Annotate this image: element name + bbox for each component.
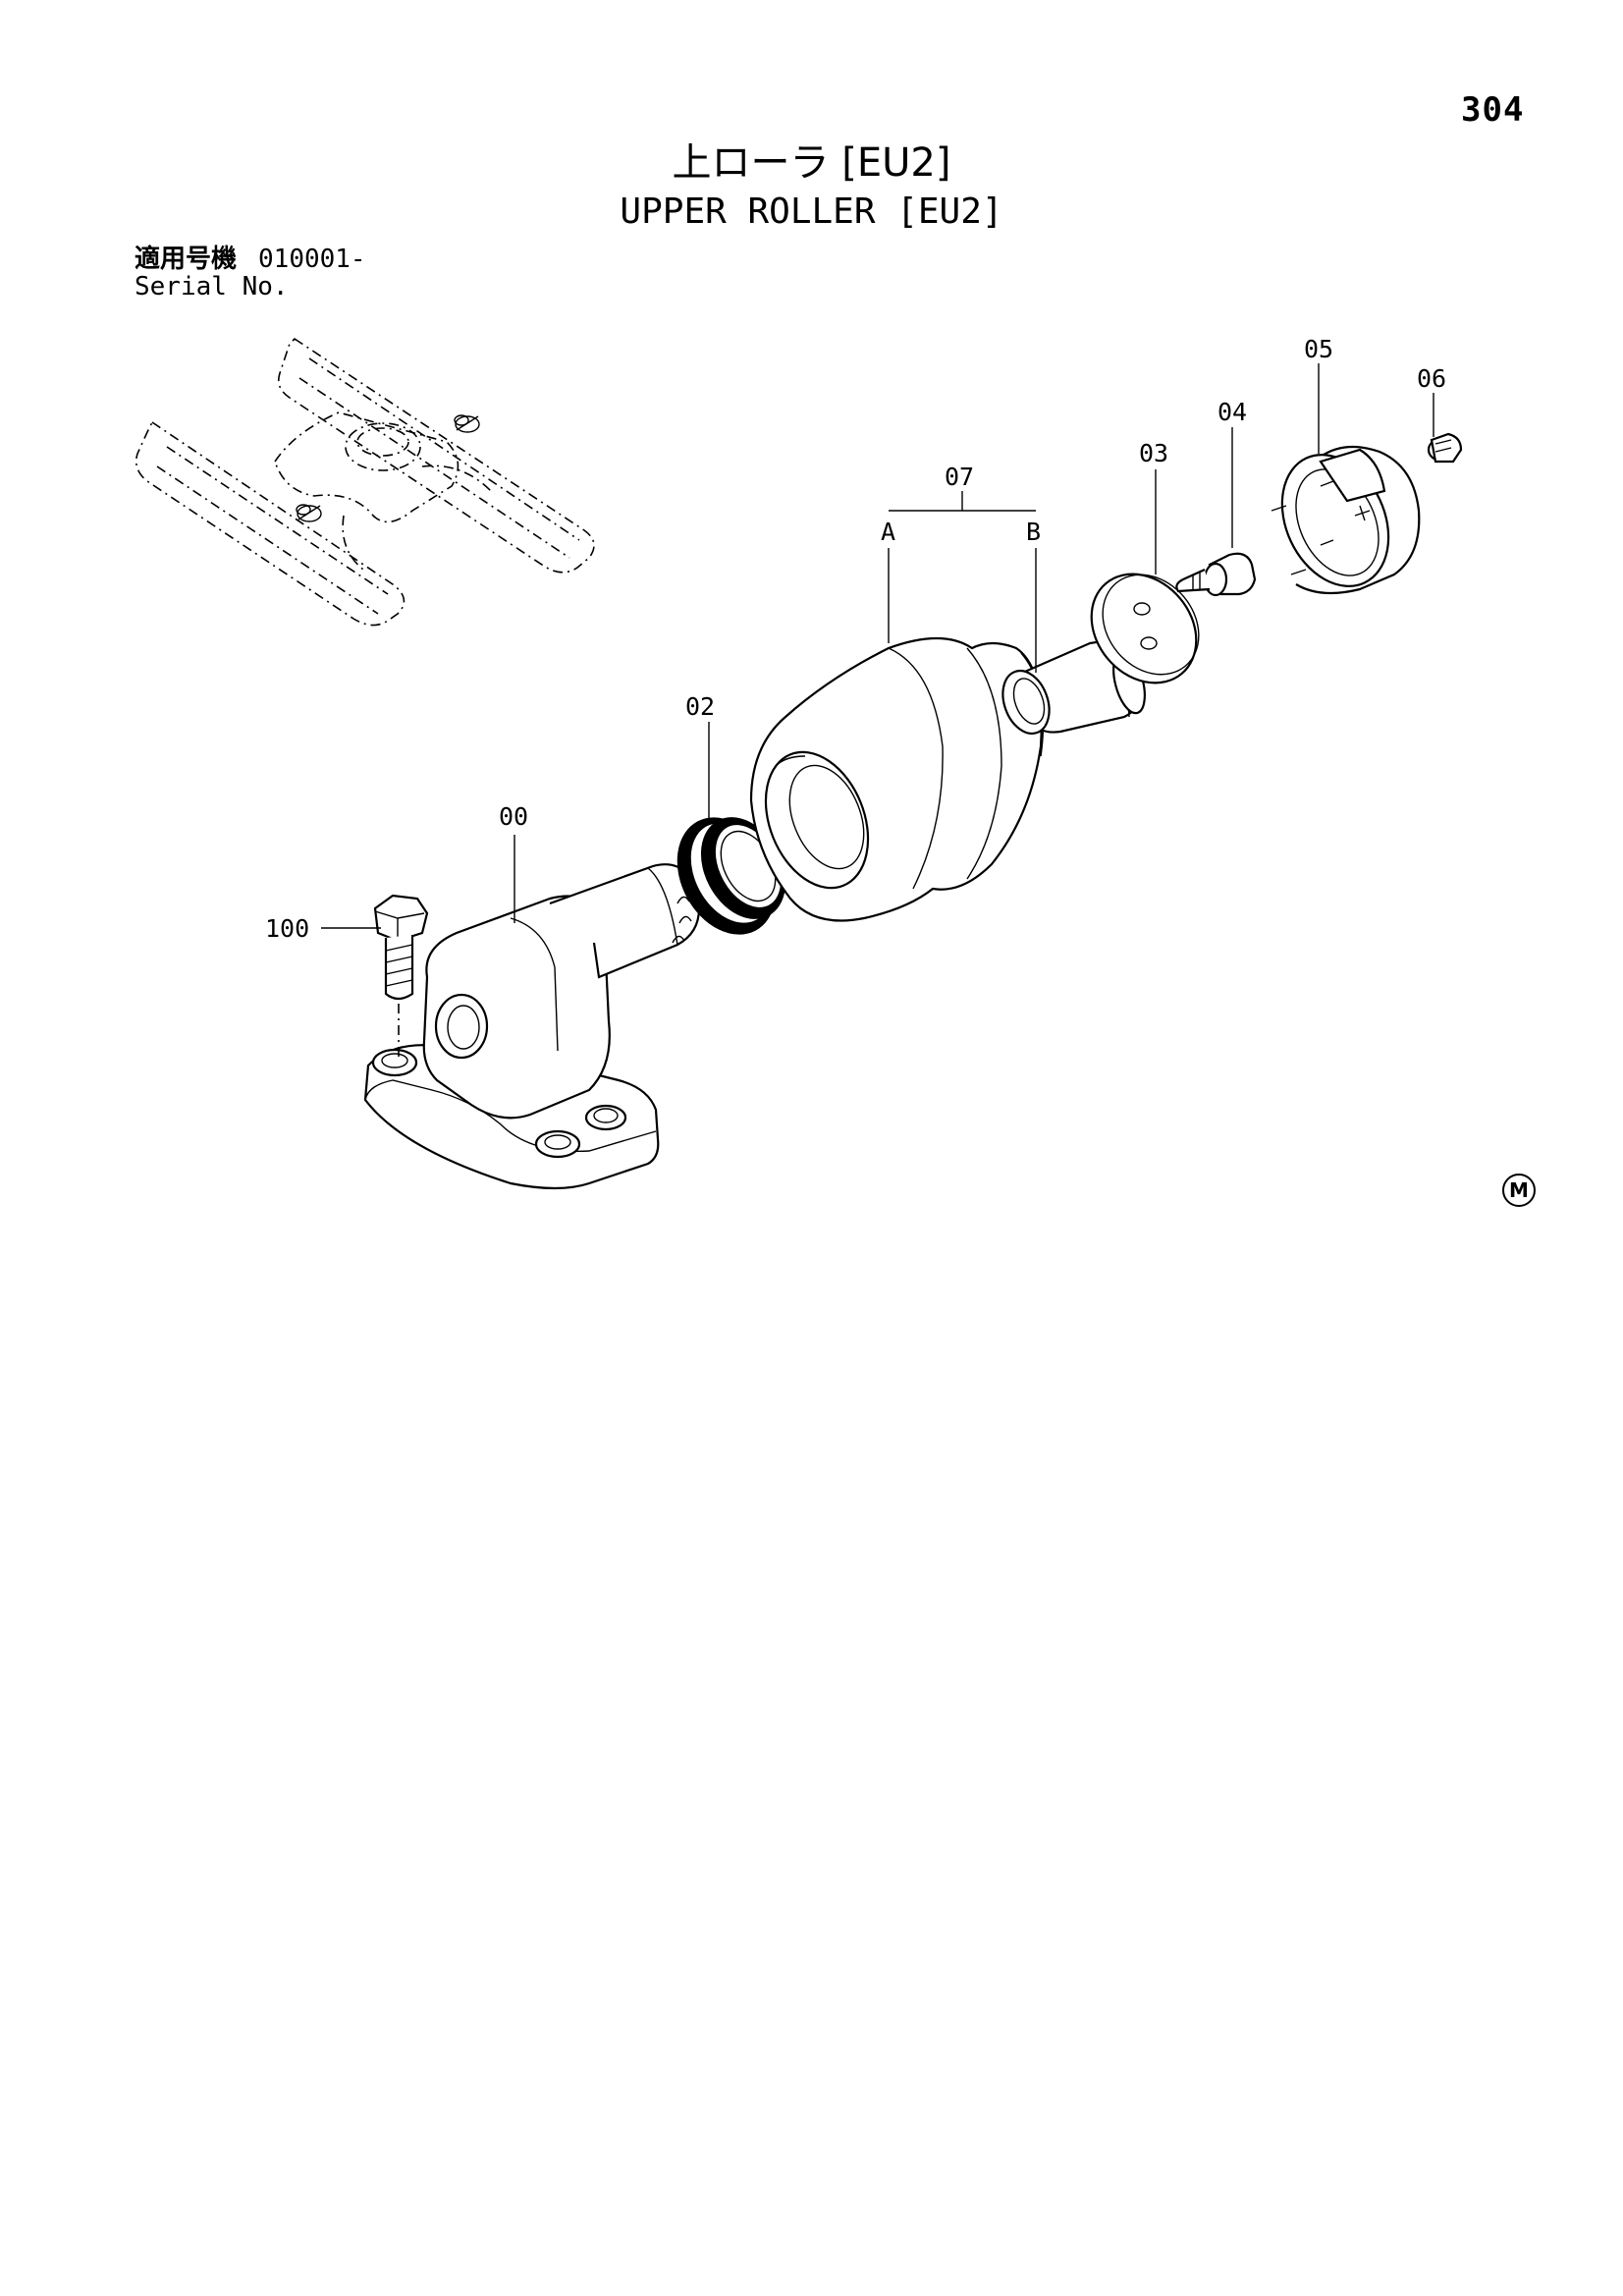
label-07: 07 xyxy=(945,463,974,491)
serial-label-english: Serial No. xyxy=(135,272,289,301)
title-japanese: 上ローラ [EU2] xyxy=(672,140,951,186)
label-02: 02 xyxy=(685,692,715,721)
page-number: 304 xyxy=(1461,90,1525,130)
title-block: 上ローラ [EU2] UPPER ROLLER [EU2] xyxy=(0,137,1623,236)
leader-lines xyxy=(321,363,1434,929)
serial-block: 適用号機 010001- Serial No. xyxy=(135,246,366,301)
part-05-cap xyxy=(1271,445,1421,595)
part-04-screw xyxy=(1175,552,1257,597)
roller-marker-lower xyxy=(296,504,322,522)
part-07-roller xyxy=(749,636,1045,922)
label-00: 00 xyxy=(499,802,528,831)
track-frame-thumbnail xyxy=(135,337,595,627)
title-english: UPPER ROLLER [EU2] xyxy=(620,191,1003,232)
serial-label-japanese: 適用号機 xyxy=(135,245,238,274)
label-100: 100 xyxy=(265,914,309,943)
circled-m-mark: M xyxy=(1502,1174,1536,1207)
part-00-bracket xyxy=(363,863,701,1190)
label-b: B xyxy=(1026,518,1041,546)
part-06-plug xyxy=(1427,432,1463,464)
label-03: 03 xyxy=(1139,439,1168,467)
label-05: 05 xyxy=(1304,335,1333,363)
label-a: A xyxy=(881,518,895,546)
roller-marker-upper xyxy=(454,414,480,433)
part-03-thrust-plate xyxy=(1090,573,1200,684)
label-06: 06 xyxy=(1417,364,1446,393)
serial-value: 010001- xyxy=(258,245,366,274)
part-100-bolt xyxy=(373,894,429,1059)
label-04: 04 xyxy=(1217,398,1247,426)
